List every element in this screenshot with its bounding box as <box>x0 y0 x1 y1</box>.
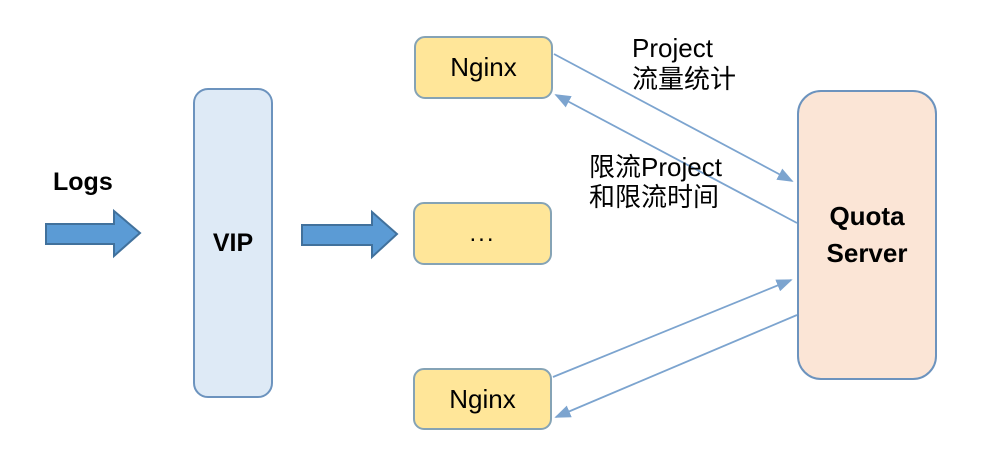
edge-group <box>552 53 798 418</box>
node-vip: VIP <box>193 88 273 398</box>
node-ellipsis: ... <box>413 202 552 265</box>
logs-label: Logs <box>53 168 113 196</box>
edge-nginx-bottom-to-quota <box>552 279 793 378</box>
traffic-stats-annotation: Project 流量统计 <box>632 33 737 94</box>
rate-limit-annotation: 限流Project 和限流时间 <box>589 152 722 212</box>
quota-server-label: Quota Server <box>826 201 908 268</box>
node-nginx-top: Nginx <box>414 36 553 99</box>
flow-arrow-logs-to-vip-icon <box>45 208 142 259</box>
vip-label: VIP <box>212 228 254 257</box>
edge-quota-to-nginx-bottom <box>554 314 798 418</box>
edge-nginx-top-to-quota <box>553 53 794 182</box>
node-quota-server: Quota Server <box>797 90 937 380</box>
nginx-bottom-label: Nginx <box>449 383 516 414</box>
nginx-top-label: Nginx <box>450 52 517 82</box>
node-nginx-bottom: Nginx <box>413 368 552 430</box>
ellipsis-label: ... <box>469 219 496 247</box>
edge-quota-to-nginx-top <box>554 94 798 224</box>
flow-arrow-vip-to-nodes-icon <box>301 209 399 260</box>
